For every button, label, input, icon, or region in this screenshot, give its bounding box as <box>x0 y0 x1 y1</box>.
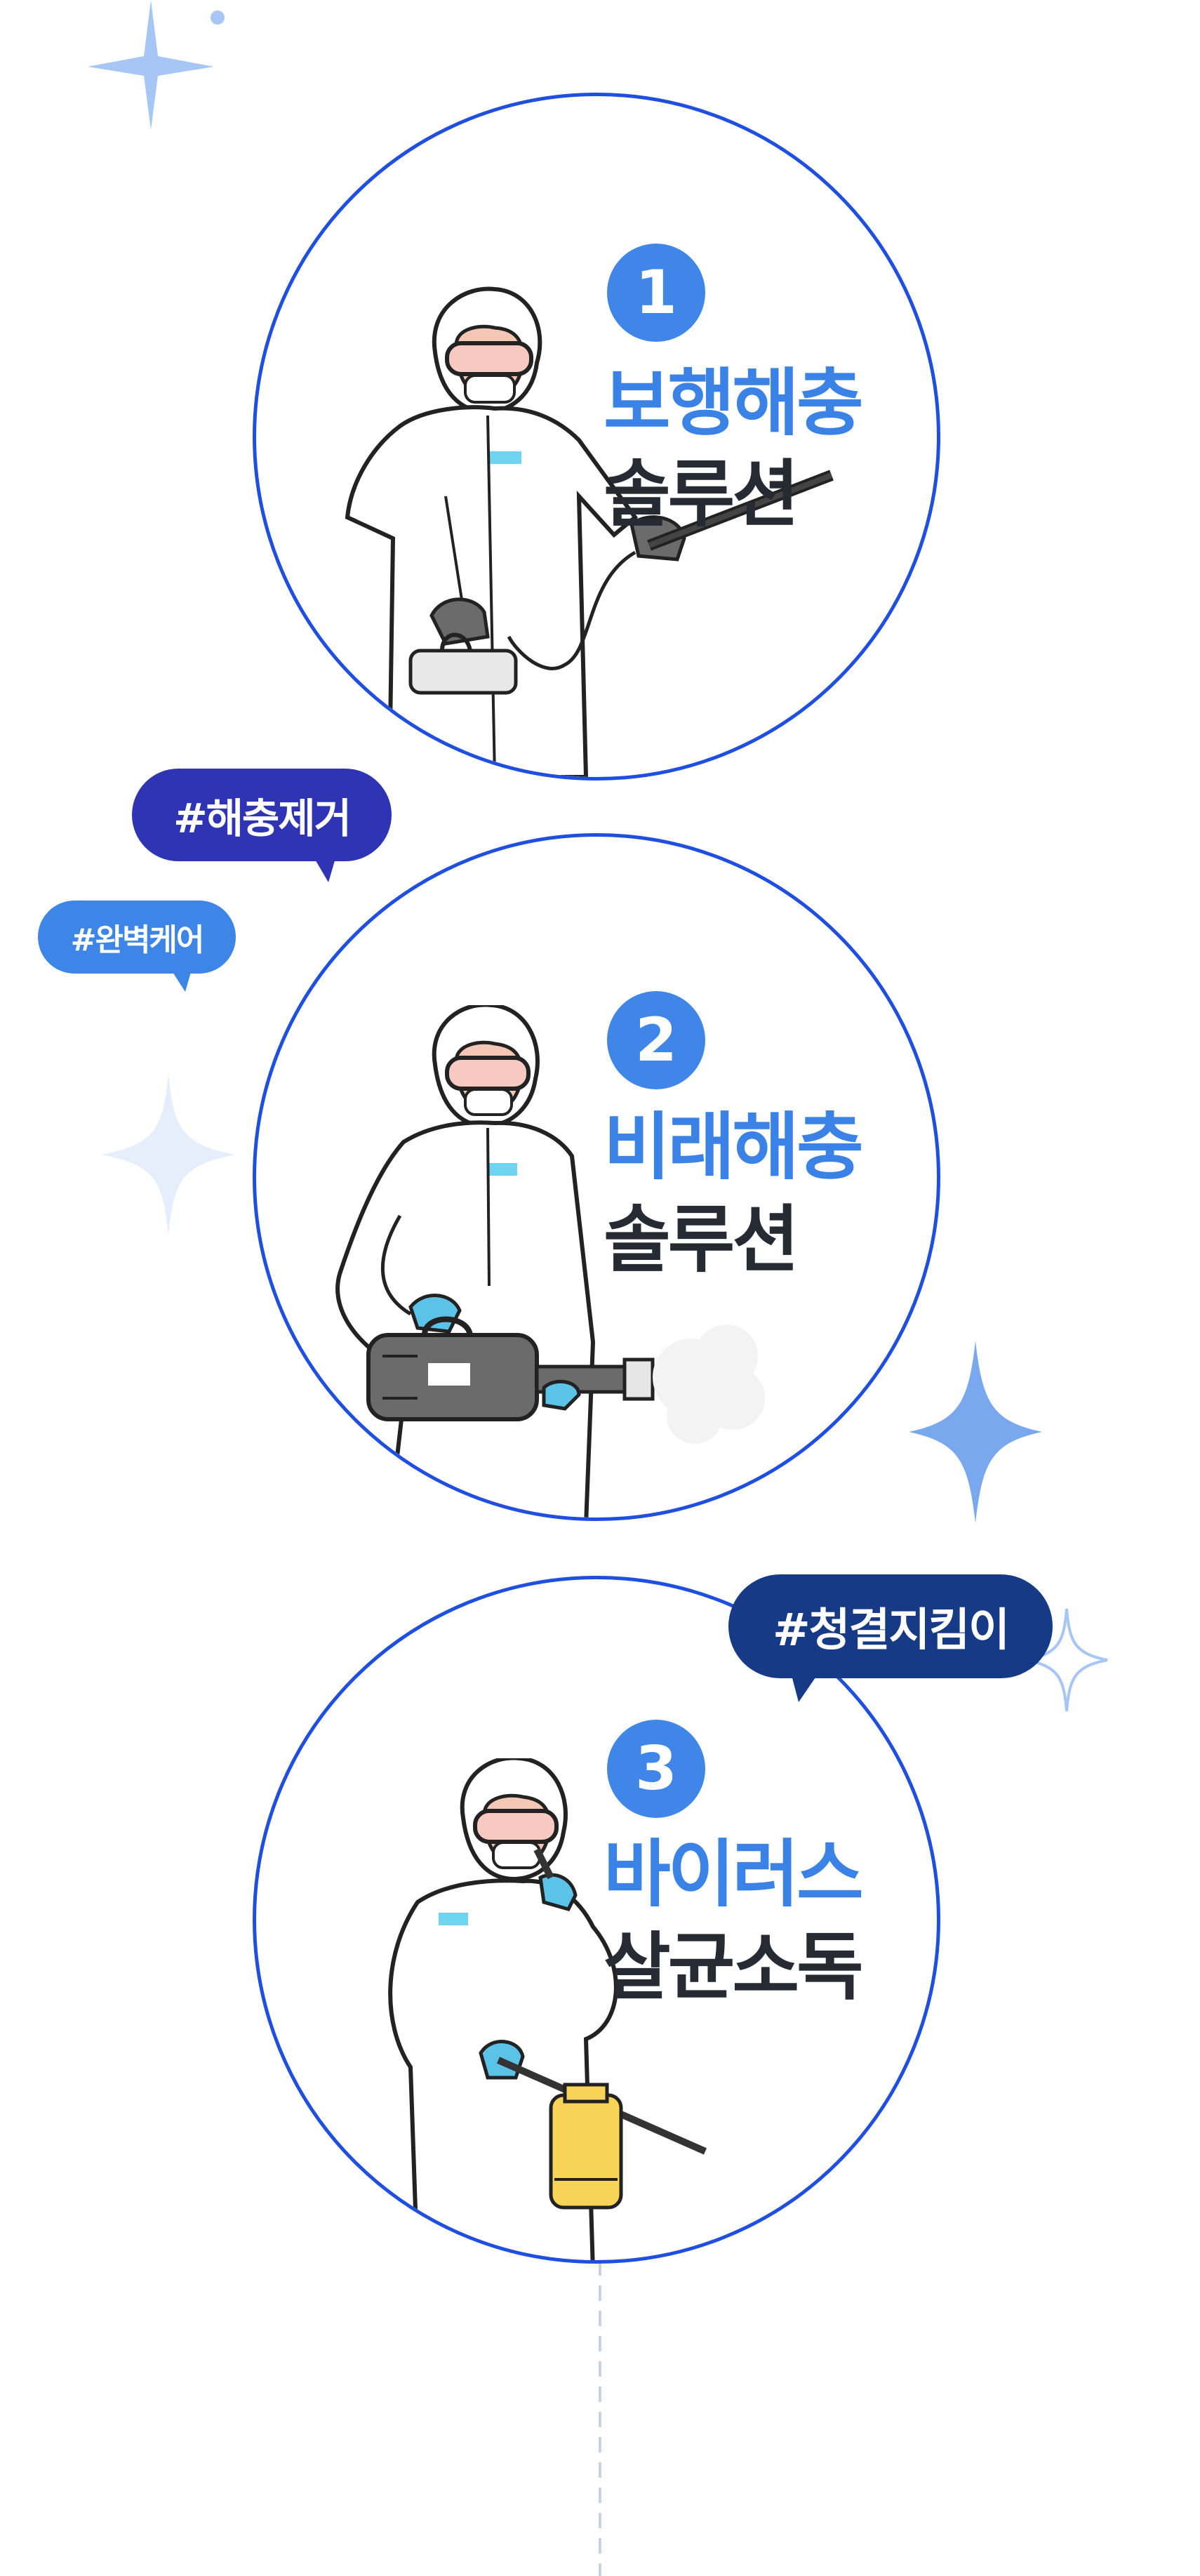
worker-sprayer-illustration <box>345 286 834 777</box>
step-number-2: 2 <box>635 1005 677 1075</box>
hashtag-bubble: #해충제거 <box>132 769 392 882</box>
step-number-1: 1 <box>635 258 677 328</box>
step-number-badge: 3 <box>607 1720 705 1818</box>
sparkle-icon-right <box>909 1341 1042 1523</box>
solution-title-3-line2: 살균소독 <box>604 1924 864 2010</box>
solution-title-1-line1: 보행해충 <box>604 360 864 446</box>
sparkle-icon-outline <box>1025 1608 1108 1712</box>
solution-card-2: 2 비래해충 솔루션 <box>253 833 940 1521</box>
hashtag-bubble: #완벽케어 <box>38 901 236 992</box>
solution-title-2-line1: 비래해충 <box>604 1104 864 1190</box>
solution-title-3-line1: 바이러스 <box>604 1831 864 1917</box>
sparkle-icon-top-left <box>88 0 225 130</box>
step-number-3: 3 <box>635 1734 677 1804</box>
hashtag-bubble: #청결지킴이 <box>728 1574 1053 1702</box>
sparkle-icon-left <box>102 1074 235 1235</box>
step-number-badge: 2 <box>607 991 705 1089</box>
worker-fogger-illustration <box>335 1005 765 1518</box>
solution-card-3: 3 바이러스 살균소독 <box>253 1576 940 2264</box>
step-number-badge: 1 <box>607 244 705 342</box>
dashed-connector-line <box>599 2260 601 2576</box>
solution-title-2-line2: 솔루션 <box>604 1197 799 1282</box>
hashtag-text: #완벽케어 <box>70 922 205 958</box>
worker-disinfect-illustration <box>388 1758 707 2260</box>
hashtag-text: #해충제거 <box>173 795 352 842</box>
solution-title-1-line2: 솔루션 <box>604 451 799 537</box>
solution-card-1: 1 보행해충 솔루션 <box>253 93 940 781</box>
hashtag-text: #청결지킴이 <box>772 1605 1010 1657</box>
